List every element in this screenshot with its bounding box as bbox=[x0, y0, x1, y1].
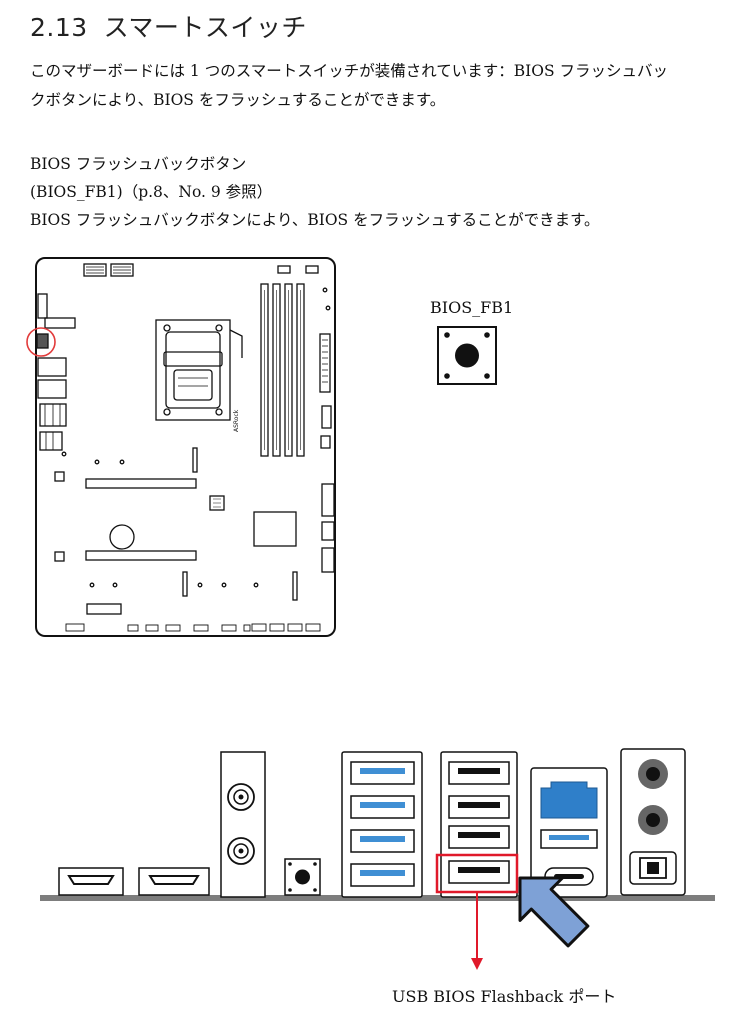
ram-slots bbox=[260, 283, 305, 457]
power-connector-1 bbox=[83, 263, 107, 277]
audio-jacks bbox=[620, 748, 686, 896]
bios-fb1-button-mark bbox=[36, 333, 49, 349]
intro-line-1: このマザーボードには 1 つのスマートスイッチが装備されています：BIOS フラ… bbox=[30, 62, 669, 80]
power-connector-2 bbox=[110, 263, 134, 277]
pcie-slot-1 bbox=[85, 478, 197, 489]
blue-pointer-arrow bbox=[518, 876, 590, 948]
bios-fb1-label: BIOS_FB1 bbox=[430, 298, 514, 317]
fan-header-1 bbox=[277, 265, 291, 274]
usb-stack-blue bbox=[341, 751, 423, 898]
io-bios-flashback-button bbox=[284, 858, 321, 896]
atx-connector bbox=[319, 333, 331, 393]
button-text: BIOS フラッシュバックボタンにより、BIOS をフラッシュすることができます… bbox=[30, 211, 600, 229]
wifi-antenna-connectors bbox=[220, 751, 266, 898]
cpu-socket bbox=[155, 319, 231, 421]
button-description: BIOS フラッシュバックボタン (BIOS_FB1)（p.8、No. 9 参照… bbox=[30, 150, 600, 234]
red-pointer-arrow bbox=[471, 958, 483, 970]
board-outline bbox=[35, 257, 336, 637]
lan-usb-stack bbox=[530, 767, 608, 898]
io-baseline bbox=[40, 895, 715, 901]
section-heading: 2.13 スマートスイッチ bbox=[30, 8, 307, 44]
usb-flashback-port-label: USB BIOS Flashback ポート bbox=[392, 987, 617, 1006]
bios-fb1-highlight-circle bbox=[26, 327, 56, 357]
hdmi-port-2 bbox=[138, 867, 210, 896]
bottom-headers bbox=[65, 623, 321, 632]
bios-fb1-button-figure bbox=[437, 326, 497, 385]
rear-io-panel bbox=[40, 748, 715, 970]
section-number: 2.13 bbox=[30, 13, 88, 42]
board-brand-silkscreen: ASRock bbox=[233, 409, 240, 432]
usb-stack-black bbox=[440, 751, 518, 898]
button-reference: (BIOS_FB1)（p.8、No. 9 参照） bbox=[30, 183, 273, 201]
hdmi-port-1 bbox=[58, 867, 124, 896]
usb-flashback-port bbox=[458, 867, 500, 873]
pcie-slot-2 bbox=[85, 550, 197, 561]
cmos-battery bbox=[109, 524, 135, 550]
button-name: BIOS フラッシュバックボタン bbox=[30, 155, 247, 173]
section-title: スマートスイッチ bbox=[103, 13, 307, 42]
chipset bbox=[253, 511, 297, 547]
intro-line-2: クボタンにより、BIOS をフラッシュすることができます。 bbox=[30, 91, 446, 109]
motherboard-diagram bbox=[35, 257, 336, 637]
fan-header-2 bbox=[305, 265, 319, 274]
intro-paragraph: このマザーボードには 1 つのスマートスイッチが装備されています：BIOS フラ… bbox=[30, 57, 730, 115]
